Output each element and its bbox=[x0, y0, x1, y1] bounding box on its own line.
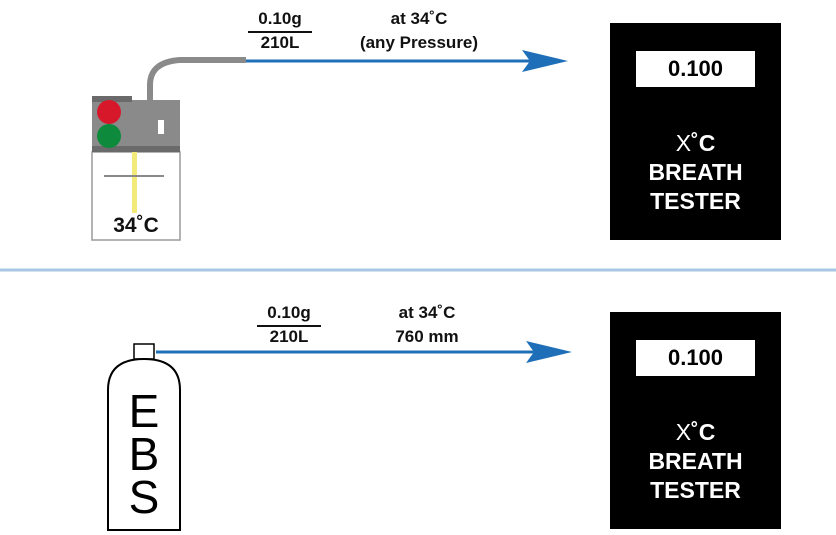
tank-letter-e: E bbox=[128, 385, 160, 437]
bottom-pressure-label: 760 mm bbox=[395, 327, 459, 346]
bottom-fraction-line bbox=[257, 325, 321, 327]
simulator-tube bbox=[147, 57, 246, 103]
bottom-arrow-head bbox=[526, 341, 572, 363]
tank-letter-b: B bbox=[128, 428, 160, 480]
tank-body bbox=[107, 357, 181, 531]
top-temp-label: at 34˚C bbox=[390, 9, 448, 28]
top-tester-line1: BREATH bbox=[648, 159, 743, 185]
top-tester-unit-x: X bbox=[675, 130, 692, 156]
bottom-tester-line1: BREATH bbox=[648, 448, 743, 474]
bottom-tester-line2: TESTER bbox=[650, 477, 741, 503]
top-breath-tester: 0.100 X˚C BREATH TESTER bbox=[610, 23, 781, 240]
bottom-tester-display: 0.100 bbox=[636, 340, 755, 376]
bottom-volume-label: 210L bbox=[269, 327, 309, 346]
simulator-head-base bbox=[92, 146, 180, 152]
top-volume-label: 210L bbox=[260, 33, 300, 52]
top-tester-unit: X˚C bbox=[610, 128, 781, 159]
bottom-temp-label: at 34˚C bbox=[398, 303, 456, 322]
bottom-tester-unit-c: ˚C bbox=[691, 419, 716, 445]
simulator-switch bbox=[158, 120, 164, 134]
top-fraction-line bbox=[248, 31, 312, 33]
simulator-temp-label: 34˚C bbox=[113, 214, 159, 237]
bottom-tester-unit: X˚C bbox=[610, 417, 781, 448]
tank-valve bbox=[133, 343, 155, 360]
top-tester-line2: TESTER bbox=[650, 188, 741, 214]
tank-letter-s: S bbox=[128, 471, 160, 523]
top-arrow-head bbox=[522, 50, 568, 72]
bottom-tester-unit-x: X bbox=[675, 419, 692, 445]
top-tester-display: 0.100 bbox=[636, 51, 755, 87]
red-light-icon bbox=[97, 100, 121, 124]
top-mass-label: 0.10g bbox=[258, 9, 302, 28]
simulator-head-cap bbox=[92, 96, 132, 102]
bottom-breath-tester: 0.100 X˚C BREATH TESTER bbox=[610, 312, 781, 529]
top-pressure-label: (any Pressure) bbox=[359, 33, 479, 52]
simulator-liquid-tube bbox=[132, 145, 137, 213]
bottom-mass-label: 0.10g bbox=[267, 303, 311, 322]
green-light-icon bbox=[97, 124, 121, 148]
top-tester-unit-c: ˚C bbox=[691, 130, 716, 156]
